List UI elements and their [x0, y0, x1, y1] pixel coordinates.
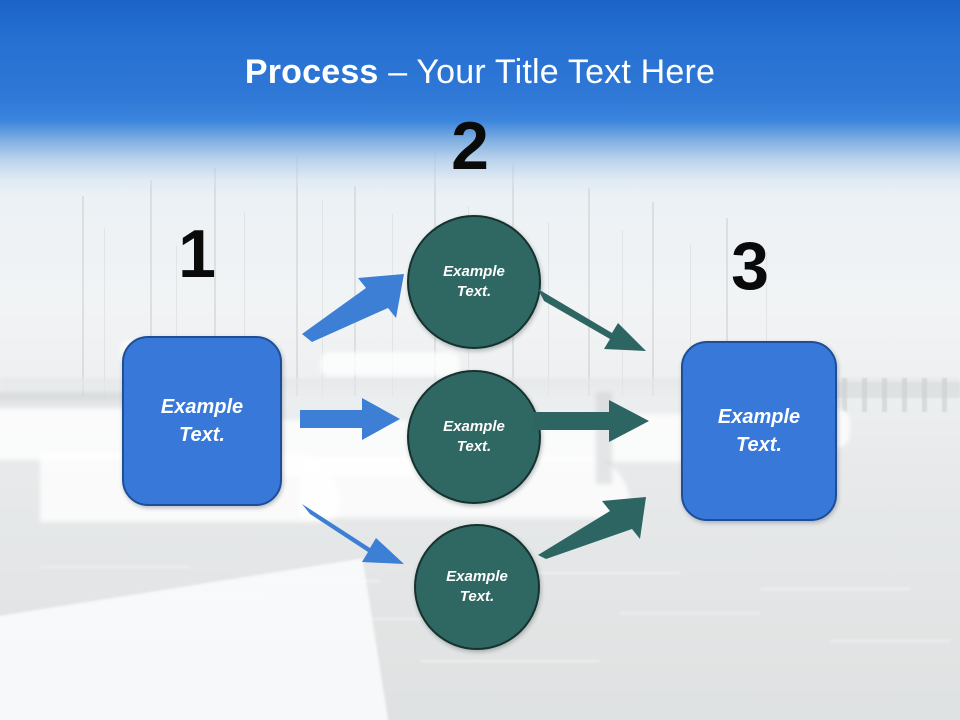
water-ripple — [760, 588, 910, 590]
process-box-3-line2: Text. — [736, 434, 782, 456]
process-circle-3-line1: Example — [446, 568, 508, 585]
process-box-3[interactable]: Example Text. — [681, 341, 837, 521]
process-box-1-line2: Text. — [179, 424, 225, 446]
arrow-circle3-to-box3 — [538, 497, 650, 559]
mast — [622, 230, 623, 396]
title-separator: – — [378, 53, 417, 91]
mast — [244, 212, 245, 396]
water-ripple — [420, 660, 600, 662]
water-ripple — [620, 612, 760, 614]
pier-post — [902, 378, 907, 412]
arrow-box1-to-circle2 — [300, 398, 400, 440]
pier-post — [842, 378, 847, 412]
arrow-box1-to-circle3 — [300, 500, 406, 566]
process-circle-2-line1: Example — [443, 418, 505, 435]
mast — [176, 246, 177, 396]
process-box-1-line1: Example — [160, 396, 244, 418]
pier-post — [942, 378, 947, 412]
process-box-1[interactable]: Example Text. — [122, 336, 282, 506]
process-circle-3-label: Example Text. — [416, 567, 538, 607]
mast — [548, 222, 549, 396]
water-ripple — [40, 566, 190, 568]
process-circle-2-line2: Text. — [456, 438, 492, 455]
process-circle-1-line1: Example — [443, 263, 505, 280]
arrow-circle2-to-box3 — [533, 400, 649, 442]
process-circle-3[interactable]: Example Text. — [414, 524, 540, 650]
mast — [322, 200, 323, 396]
mast — [726, 218, 728, 396]
process-box-1-label: Example Text. — [124, 393, 280, 449]
pier-post — [882, 378, 887, 412]
process-circle-1-label: Example Text. — [409, 262, 539, 302]
process-box-3-line1: Example — [717, 406, 801, 428]
mast — [766, 252, 767, 396]
mast — [214, 168, 216, 396]
process-box-3-label: Example Text. — [683, 403, 835, 459]
water-ripple — [830, 640, 950, 642]
boat-hull-shadow — [0, 392, 160, 408]
title-banner — [0, 0, 960, 196]
step-number-2: 2 — [451, 108, 489, 184]
process-circle-1[interactable]: Example Text. — [407, 215, 541, 349]
pier — [828, 382, 960, 398]
process-circle-1-line2: Text. — [456, 283, 492, 300]
process-circle-2[interactable]: Example Text. — [407, 370, 541, 504]
mast — [690, 244, 691, 396]
mast — [296, 156, 298, 396]
mast — [354, 186, 356, 396]
mast — [82, 196, 84, 396]
pier-post — [922, 378, 927, 412]
process-circle-2-label: Example Text. — [409, 417, 539, 457]
arrow-circle1-to-box3 — [538, 285, 650, 353]
mast — [104, 228, 105, 396]
boat-hull — [320, 352, 460, 376]
arrow-box1-to-circle1 — [300, 272, 406, 342]
step-number-3: 3 — [731, 228, 769, 304]
water-ripple — [520, 572, 680, 574]
title-rest: Your Title Text Here — [416, 53, 716, 91]
mast — [150, 180, 152, 396]
page-title: Process – Your Title Text Here — [0, 52, 960, 92]
step-number-1: 1 — [178, 216, 216, 292]
pier-post — [862, 378, 867, 412]
mast — [588, 188, 590, 396]
title-bold-part: Process — [244, 53, 379, 91]
mast — [652, 202, 654, 396]
water-ripple — [330, 618, 480, 620]
process-circle-3-line2: Text. — [459, 588, 495, 605]
